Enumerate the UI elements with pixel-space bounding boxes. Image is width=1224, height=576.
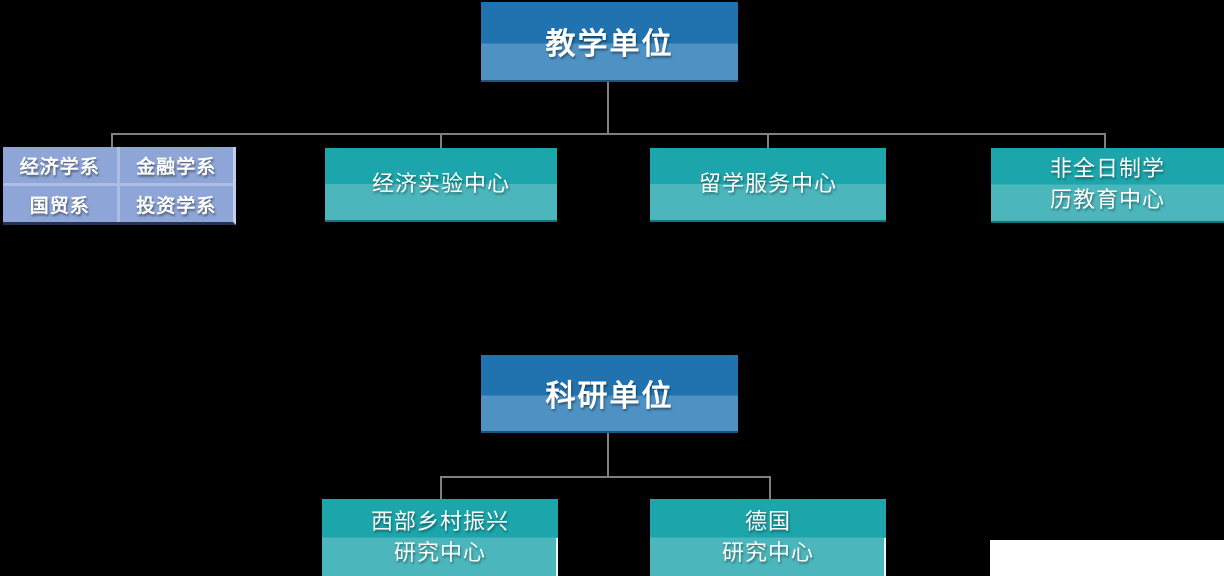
west-rural-center-label-line1: 西部乡村振兴: [370, 509, 509, 535]
department-cell-international-trade: 国贸系: [3, 186, 117, 222]
department-label: 金融学系: [136, 155, 217, 178]
research-unit-box: 科研单位: [481, 355, 738, 433]
research-horizontal-line: [440, 476, 771, 478]
parttime-education-center-box: 非全日制学 历教育中心: [991, 148, 1224, 223]
white-patch: [990, 540, 1224, 576]
teaching-unit-box: 教学单位: [481, 2, 738, 82]
german-center-label-line1: 德国: [744, 509, 791, 535]
drop-line-departments: [111, 133, 113, 148]
departments-group: 经济学系 金融学系 国贸系 投资学系: [3, 147, 236, 225]
department-label: 投资学系: [136, 194, 217, 217]
econ-lab-center-label: 经济实验中心: [371, 171, 510, 197]
research-parent-vertical-line: [607, 433, 609, 477]
drop-line-study-abroad-center: [767, 133, 769, 148]
west-rural-revitalization-center-box: 西部乡村振兴 研究中心: [322, 499, 558, 576]
teaching-horizontal-line: [111, 133, 1106, 135]
econ-lab-center-box: 经济实验中心: [325, 148, 557, 222]
west-rural-center-label-line2: 研究中心: [393, 540, 486, 566]
teaching-unit-label: 教学单位: [545, 27, 674, 62]
department-label: 经济学系: [19, 155, 100, 178]
study-abroad-center-box: 留学服务中心: [650, 148, 886, 222]
drop-line-parttime-center: [1104, 133, 1106, 148]
drop-line-econ-lab-center: [440, 133, 442, 148]
department-cell-finance: 金融学系: [119, 147, 233, 183]
department-cell-investment: 投资学系: [119, 186, 233, 222]
german-center-label-line2: 研究中心: [721, 540, 814, 566]
department-label: 国贸系: [29, 194, 90, 217]
drop-line-german-center: [769, 476, 771, 499]
german-research-center-box: 德国 研究中心: [650, 499, 886, 576]
parttime-education-center-label-line1: 非全日制学: [1049, 156, 1165, 182]
teaching-parent-vertical-line: [607, 82, 609, 134]
research-unit-label: 科研单位: [545, 379, 674, 414]
department-cell-economics: 经济学系: [3, 147, 117, 183]
drop-line-west-rural-center: [440, 476, 442, 499]
parttime-education-center-label-line2: 历教育中心: [1049, 187, 1165, 213]
study-abroad-center-label: 留学服务中心: [698, 171, 837, 197]
